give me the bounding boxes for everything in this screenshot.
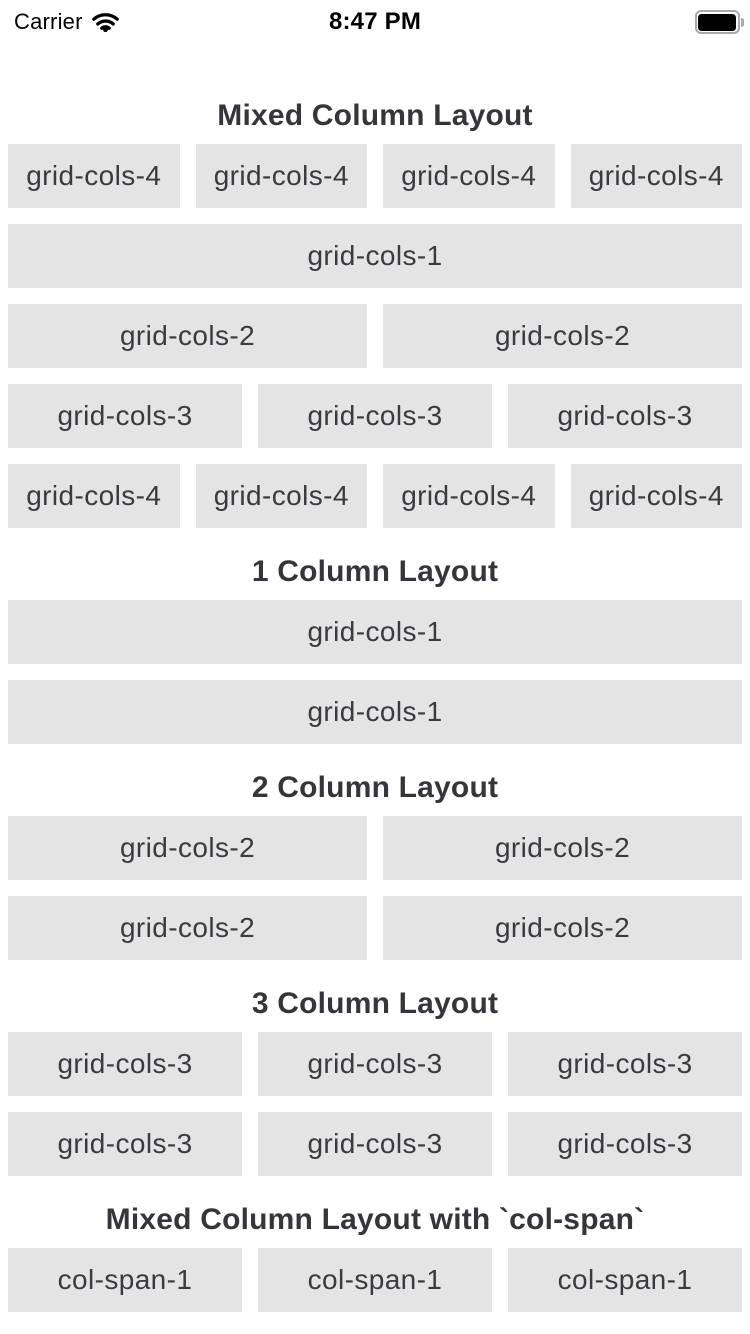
grid-cell: grid-cols-2 [8,304,367,368]
battery-icon [694,10,744,34]
grid-section: Mixed Column Layout with `col-span` col-s… [0,1203,750,1312]
grid-cell: grid-cols-4 [8,144,180,208]
grid-cell: grid-cols-4 [383,144,555,208]
grid-row: grid-cols-1 [8,680,742,744]
grid-section: 1 Column Layout grid-cols-1 grid-cols-1 [0,555,750,744]
grid-cell: grid-cols-4 [570,144,742,208]
grid-cell: grid-cols-3 [258,1032,492,1096]
section-title: 2 Column Layout [251,771,499,804]
grid-cell: grid-cols-3 [8,384,242,448]
grid-cell: grid-cols-3 [8,1112,242,1176]
grid-cell: grid-cols-1 [8,600,742,664]
grid-cell: grid-cols-3 [508,1032,742,1096]
status-bar: Carrier 8:47 PM [0,0,750,44]
grid-cell: grid-cols-4 [383,464,555,528]
grid-row: grid-cols-1 [8,224,742,288]
carrier-label: Carrier [14,9,83,34]
grid-cell: grid-cols-3 [8,1032,242,1096]
grid-cell: grid-cols-2 [8,896,367,960]
wifi-icon [91,12,119,32]
grid-cell: grid-cols-3 [508,1112,742,1176]
grid-row: grid-cols-1 [8,600,742,664]
battery-body [694,10,740,34]
grid-cell: grid-cols-3 [258,1112,492,1176]
grid-cell: grid-cols-2 [8,816,367,880]
grid-cell: grid-cols-3 [508,384,742,448]
battery-cap [741,17,744,27]
grid-cell: col-span-1 [8,1248,242,1312]
grid-cell: grid-cols-3 [258,384,492,448]
battery-fill [698,13,736,31]
status-bar-left: Carrier [14,0,119,44]
section-title: 1 Column Layout [251,555,499,588]
grid-cell: grid-cols-2 [383,896,742,960]
grid-cell: grid-cols-4 [195,464,367,528]
grid-cell: col-span-1 [258,1248,492,1312]
grid-cell: grid-cols-2 [383,816,742,880]
grid-cell: grid-cols-4 [570,464,742,528]
grid-cell: grid-cols-1 [8,224,742,288]
grid-cell: grid-cols-2 [383,304,742,368]
grid-cell: grid-cols-4 [195,144,367,208]
section-title: 3 Column Layout [251,987,499,1020]
status-time: 8:47 PM [328,8,422,35]
status-bar-right [694,0,744,44]
grid-cell: grid-cols-4 [8,464,180,528]
section-title: Mixed Column Layout [217,99,533,132]
section-title: Mixed Column Layout with `col-span` [105,1203,645,1236]
grid-cell: col-span-1 [508,1248,742,1312]
grid-cell: grid-cols-1 [8,680,742,744]
